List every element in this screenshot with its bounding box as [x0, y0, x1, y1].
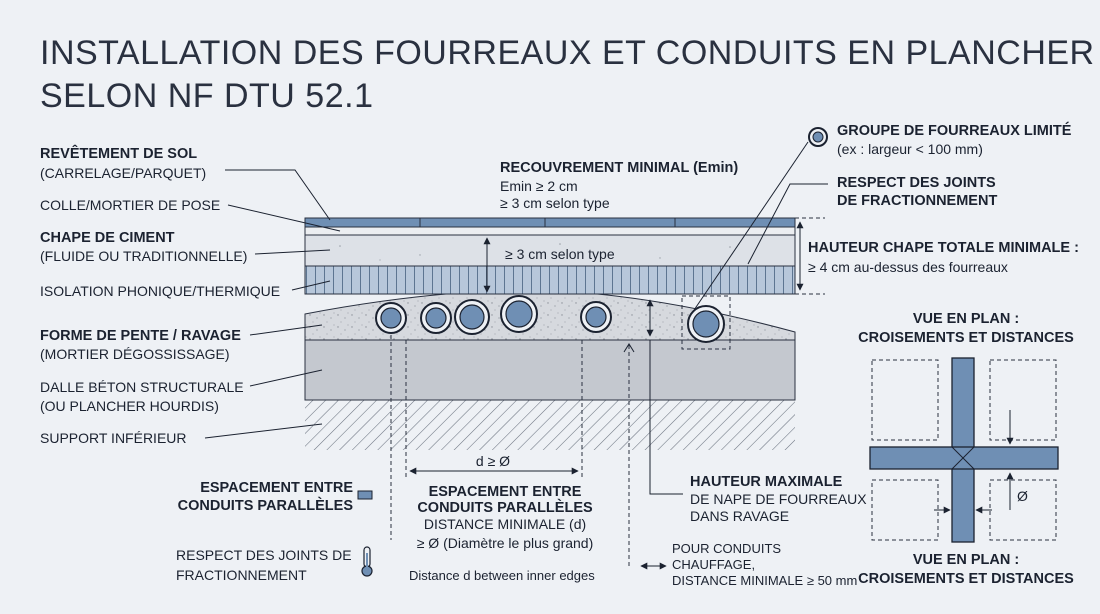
pipe-group-box [681, 295, 731, 350]
groupe-annotation: GROUPE DE FOURREAUX LIMITÉ (ex : largeur… [689, 122, 1072, 317]
vue-plan-bottom-line-1: VUE EN PLAN : [913, 552, 1019, 568]
layer-labels: REVÊTEMENT DE SOL (CARRELAGE/PARQUET) CO… [40, 144, 341, 446]
vue-plan-top-line-2: CROISEMENTS ET DISTANCES [858, 330, 1074, 346]
chauffage-line-3: DISTANCE MINIMALE ≥ 50 mm [672, 573, 857, 588]
page-title-line-2: SELON NF DTU 52.1 [40, 77, 373, 115]
hauteur-max-title: HAUTEUR MAXIMALE [690, 474, 843, 490]
chauffage-line-1: POUR CONDUITS [672, 541, 781, 556]
recouvrement-line-2: ≥ 3 cm selon type [500, 195, 610, 211]
cross-section [304, 217, 796, 450]
label-revetement-title: REVÊTEMENT DE SOL [40, 144, 197, 162]
espacement-center-annotation: ESPACEMENT ENTRE CONDUITS PARALLÈLES DIS… [417, 484, 594, 551]
hauteur-max-annotation: HAUTEUR MAXIMALE DE NAPE DE FOURREAUX DA… [646, 299, 867, 524]
chape-dim-label: ≥ 3 cm selon type [505, 246, 615, 262]
label-support: SUPPORT INFÉRIEUR [40, 430, 187, 446]
pipe-group [375, 295, 725, 343]
label-colle: COLLE/MORTIER DE POSE [40, 197, 220, 213]
distance-note: Distance d between inner edges [409, 568, 595, 583]
support-layer [305, 400, 795, 450]
recouvrement-annotation: RECOUVREMENT MINIMAL (Emin) Emin ≥ 2 cm … [483, 160, 738, 293]
hauteur-max-line-1: DE NAPE DE FOURREAUX [690, 491, 867, 507]
espacement-left-line-2: CONDUITS PARALLÈLES [178, 497, 354, 514]
page-title-line-1: INSTALLATION DES FOURREAUX ET CONDUITS E… [40, 34, 1095, 72]
tile-layer [304, 217, 796, 228]
plan-pipe-horizontal [869, 446, 1059, 470]
slab-layer [304, 339, 796, 401]
joints-top-line-2: DE FRACTIONNEMENT [837, 193, 997, 209]
hauteur-max-line-2: DANS RAVAGE [690, 508, 789, 524]
label-chape-sub: (FLUIDE OU TRADITIONNELLE) [40, 248, 247, 264]
joints-bottom-line-1: RESPECT DES JOINTS DE [176, 547, 352, 563]
recouvrement-line-1: Emin ≥ 2 cm [500, 178, 578, 194]
joints-top-line-1: RESPECT DES JOINTS [837, 175, 996, 191]
thermometer-icon [361, 546, 373, 577]
screed-layer [304, 234, 796, 267]
espacement-center-line-1: ESPACEMENT ENTRE [429, 484, 582, 500]
hauteur-totale-title: HAUTEUR CHAPE TOTALE MINIMALE : [808, 240, 1079, 256]
label-isolation: ISOLATION PHONIQUE/THERMIQUE [40, 283, 280, 299]
espacement-left-line-1: ESPACEMENT ENTRE [200, 480, 353, 496]
vue-plan-top-line-1: VUE EN PLAN : [913, 311, 1019, 327]
espacement-center-line-4: ≥ Ø (Diamètre le plus grand) [417, 535, 594, 551]
chauffage-line-2: CHAUFFAGE, [672, 557, 755, 572]
d-label: d ≥ Ø [476, 453, 510, 469]
espacement-center-line-3: DISTANCE MINIMALE (d) [424, 516, 586, 532]
spacing-dimension: d ≥ Ø [405, 340, 583, 480]
label-revetement-sub: (CARRELAGE/PARQUET) [40, 165, 206, 181]
groupe-sub: (ex : largeur < 100 mm) [837, 141, 983, 157]
joints-top-annotation: RESPECT DES JOINTS DE FRACTIONNEMENT [747, 175, 997, 265]
label-forme-sub: (MORTIER DÉGOSSISSAGE) [40, 346, 230, 362]
label-chape-title: CHAPE DE CIMENT [40, 230, 175, 246]
chauffage-annotation: POUR CONDUITS CHAUFFAGE, DISTANCE MINIMA… [623, 343, 857, 588]
adhesive-layer [304, 226, 796, 236]
groupe-title: GROUPE DE FOURREAUX LIMITÉ [837, 122, 1072, 139]
plan-view-crossing: Ø [869, 357, 1059, 543]
espacement-left-annotation: ESPACEMENT ENTRE CONDUITS PARALLÈLES [178, 335, 392, 540]
label-dalle-title: DALLE BÉTON STRUCTURALE [40, 379, 244, 395]
label-forme-title: FORME DE PENTE / RAVAGE [40, 328, 241, 344]
hauteur-totale-sub: ≥ 4 cm au-dessus des fourreaux [808, 259, 1008, 275]
recouvrement-title: RECOUVREMENT MINIMAL (Emin) [500, 160, 738, 176]
label-dalle-sub: (OU PLANCHER HOURDIS) [40, 398, 219, 414]
plan-phi-label: Ø [1017, 488, 1028, 504]
pipe-section-icon [357, 490, 373, 500]
hauteur-totale-annotation: HAUTEUR CHAPE TOTALE MINIMALE : ≥ 4 cm a… [795, 217, 1079, 295]
espacement-center-line-2: CONDUITS PARALLÈLES [417, 499, 593, 516]
joints-bottom-line-2: FRACTIONNEMENT [176, 567, 307, 583]
joints-bottom-annotation: RESPECT DES JOINTS DE FRACTIONNEMENT [176, 546, 373, 583]
vue-plan-bottom-line-2: CROISEMENTS ET DISTANCES [858, 571, 1074, 587]
